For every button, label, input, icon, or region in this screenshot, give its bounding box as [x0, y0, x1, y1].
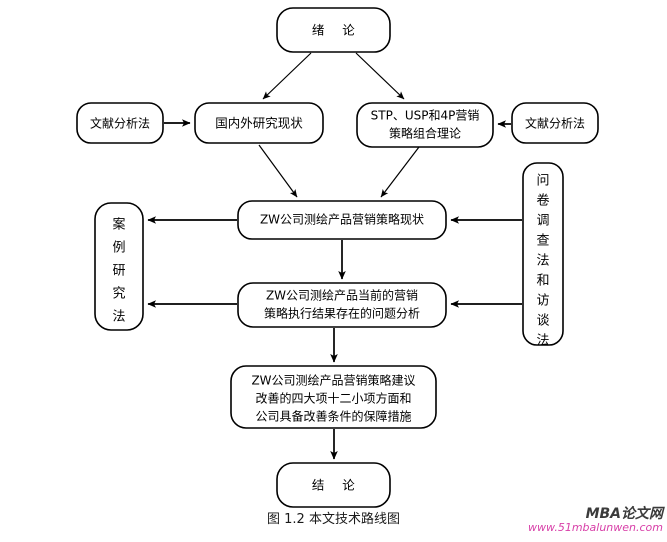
- watermark-brand: MBA论文网: [585, 506, 663, 522]
- node-survey-interview-method-char-1: 卷: [536, 193, 549, 209]
- node-conclusion-shape: [276, 462, 391, 508]
- figure-caption: 图 1.2 本文技术路线图: [267, 512, 400, 527]
- edge-intro-to-research: [262, 52, 312, 100]
- node-conclusion[interactable]: 结 论: [276, 462, 391, 508]
- node-survey-interview-method-char-5: 和: [536, 274, 549, 289]
- node-research-status[interactable]: 国内外研究现状: [194, 102, 324, 144]
- node-survey-interview-method-char-2: 调: [536, 214, 549, 229]
- node-improvement-suggestions-label-line2: 改善的四大项十二小项方面和: [255, 391, 411, 406]
- node-layer: 绪 论 文献分析法 国内外研究现状 STP、USP和4P营销 策略组合理论: [76, 7, 599, 508]
- node-survey-interview-method-char-7: 谈: [536, 314, 549, 329]
- node-improvement-suggestions[interactable]: ZW公司测绘产品营销策略建议 改善的四大项十二小项方面和 公司具备改善条件的保障…: [230, 365, 437, 429]
- node-marketing-theory-label-line2: 策略组合理论: [389, 126, 461, 141]
- node-problem-analysis[interactable]: ZW公司测绘产品当前的营销 策略执行结果存在的问题分析: [237, 282, 447, 328]
- edge-theory-to-status: [380, 146, 420, 198]
- node-marketing-theory-label-line1: STP、USP和4P营销: [371, 109, 480, 123]
- node-improvement-suggestions-shape: [230, 365, 437, 429]
- node-literature-analysis-left[interactable]: 文献分析法: [76, 102, 164, 144]
- node-literature-analysis-left-label: 文献分析法: [90, 116, 150, 131]
- node-case-study-method-char-2: 研: [112, 264, 125, 279]
- node-case-study-method-shape: [94, 202, 144, 331]
- edge-layer: [147, 52, 522, 460]
- node-case-study-method-char-0: 案: [112, 218, 125, 233]
- node-marketing-theory[interactable]: STP、USP和4P营销 策略组合理论: [356, 102, 494, 148]
- node-introduction-label: 绪 论: [312, 23, 355, 38]
- node-survey-interview-method-char-4: 法: [536, 254, 549, 269]
- node-literature-analysis-right[interactable]: 文献分析法: [511, 102, 599, 144]
- node-introduction[interactable]: 绪 论: [276, 7, 391, 53]
- node-marketing-status-shape: [237, 200, 447, 240]
- node-literature-analysis-right-shape: [511, 102, 599, 144]
- node-literature-analysis-right-label: 文献分析法: [525, 116, 585, 131]
- node-survey-interview-method-char-0: 问: [536, 174, 549, 189]
- node-survey-interview-method-char-3: 查: [536, 234, 549, 249]
- watermark-url: www.51mbalunwen.com: [528, 521, 663, 535]
- node-case-study-method-char-3: 究: [112, 287, 125, 302]
- node-marketing-status[interactable]: ZW公司测绘产品营销策略现状: [237, 200, 447, 240]
- node-literature-analysis-left-shape: [76, 102, 164, 144]
- node-improvement-suggestions-label-line1: ZW公司测绘产品营销策略建议: [251, 373, 415, 388]
- node-marketing-status-label: ZW公司测绘产品营销策略现状: [260, 212, 424, 227]
- node-problem-analysis-label-line1: ZW公司测绘产品当前的营销: [266, 288, 418, 303]
- edge-intro-to-theory: [355, 52, 405, 100]
- watermark: MBA论文网 www.51mbalunwen.com: [528, 506, 663, 535]
- node-problem-analysis-shape: [237, 282, 447, 328]
- node-survey-interview-method-char-6: 访: [536, 294, 549, 309]
- node-research-status-shape: [194, 102, 324, 144]
- node-survey-interview-method[interactable]: 问 卷 调 查 法 和 访 谈 法: [522, 162, 564, 349]
- node-case-study-method-char-4: 法: [112, 310, 125, 325]
- node-survey-interview-method-char-8: 法: [536, 334, 549, 349]
- node-case-study-method-char-1: 例: [112, 241, 125, 256]
- node-marketing-theory-shape: [356, 102, 494, 148]
- node-conclusion-label: 结 论: [312, 478, 355, 493]
- node-problem-analysis-label-line2: 策略执行结果存在的问题分析: [264, 306, 420, 321]
- node-introduction-shape: [276, 7, 391, 53]
- node-survey-interview-method-shape: [522, 162, 564, 346]
- node-case-study-method[interactable]: 案 例 研 究 法: [94, 202, 144, 331]
- node-research-status-label: 国内外研究现状: [215, 116, 303, 131]
- node-improvement-suggestions-label-line3: 公司具备改善条件的保障措施: [255, 409, 411, 424]
- edge-research-to-status: [258, 144, 298, 198]
